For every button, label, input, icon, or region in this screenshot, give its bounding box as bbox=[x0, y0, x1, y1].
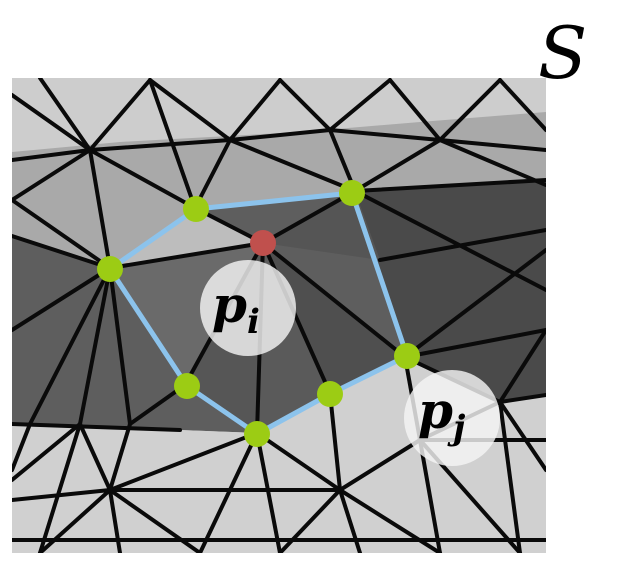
point-j-symbol: p bbox=[418, 381, 453, 440]
inner-face-2 bbox=[263, 191, 380, 260]
mid-gray-region bbox=[12, 110, 546, 268]
mesh-edges bbox=[12, 78, 546, 553]
point-j-label: pj bbox=[418, 381, 466, 448]
ring-vertex bbox=[97, 256, 123, 282]
lighter-inner-face bbox=[110, 208, 263, 268]
one-ring-polygon bbox=[107, 190, 410, 437]
label-disc-i bbox=[200, 260, 296, 356]
ring-vertex bbox=[394, 343, 420, 369]
inner-face-5 bbox=[263, 243, 405, 393]
label-disc-j bbox=[404, 370, 500, 466]
ring-vertex bbox=[244, 421, 270, 447]
ring-vertex bbox=[317, 381, 343, 407]
point-i-symbol: p bbox=[212, 275, 247, 334]
ring-vertex bbox=[339, 180, 365, 206]
point-i-label: pi bbox=[212, 275, 260, 342]
ring-vertices bbox=[97, 180, 420, 447]
ring-vertex bbox=[183, 196, 209, 222]
ring-vertex bbox=[174, 373, 200, 399]
point-i-subscript: i bbox=[247, 302, 260, 342]
light-upper-strip bbox=[12, 78, 546, 152]
center-vertex bbox=[250, 230, 276, 256]
surface-label: S bbox=[538, 11, 587, 95]
